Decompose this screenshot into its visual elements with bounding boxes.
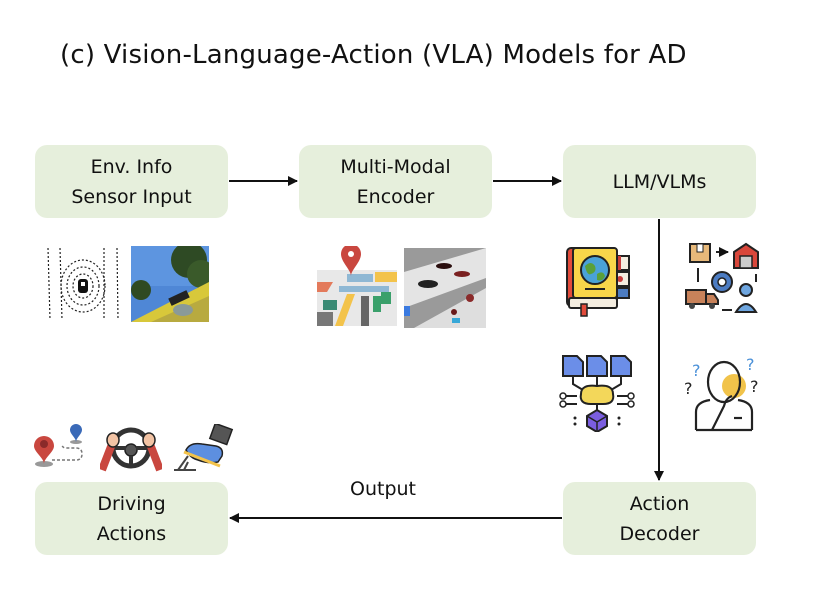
foot-pedal-icon — [174, 424, 234, 471]
edge-label-output: Output — [350, 478, 416, 500]
lidar-point-cloud-image — [42, 246, 124, 322]
node-label: Driving Actions — [96, 492, 167, 545]
node-driving-actions: Driving Actions — [35, 482, 228, 555]
logistics-workflow-icon — [685, 242, 759, 313]
bev-feature-map-image — [404, 248, 486, 328]
node-label: Action Decoder — [619, 492, 700, 545]
svg-text:?: ? — [750, 377, 759, 396]
node-label: Env. Info Sensor Input — [71, 155, 192, 208]
thinking-person-question-icon: ? ? ? ? — [684, 355, 759, 432]
map-pin-city-map-icon — [317, 246, 397, 326]
svg-text:?: ? — [692, 361, 701, 380]
camera-street-view-image — [131, 246, 209, 322]
multi-document-brain-reasoning-icon — [559, 355, 635, 432]
node-action-decoder: Action Decoder — [563, 482, 756, 555]
node-multi-modal-encoder: Multi-Modal Encoder — [299, 145, 492, 218]
steering-wheel-hands-icon — [100, 427, 162, 472]
node-label: Multi-Modal Encoder — [340, 155, 451, 208]
diagram-title: (c) Vision-Language-Action (VLA) Models … — [60, 40, 687, 70]
world-knowledge-book-icon — [566, 247, 630, 317]
svg-text:?: ? — [746, 355, 755, 374]
node-llm-vlms: LLM/VLMs — [563, 145, 756, 218]
route-waypoints-icon — [34, 424, 83, 467]
node-label: LLM/VLMs — [612, 170, 707, 193]
svg-text:?: ? — [684, 379, 693, 398]
node-env-sensor-input: Env. Info Sensor Input — [35, 145, 228, 218]
